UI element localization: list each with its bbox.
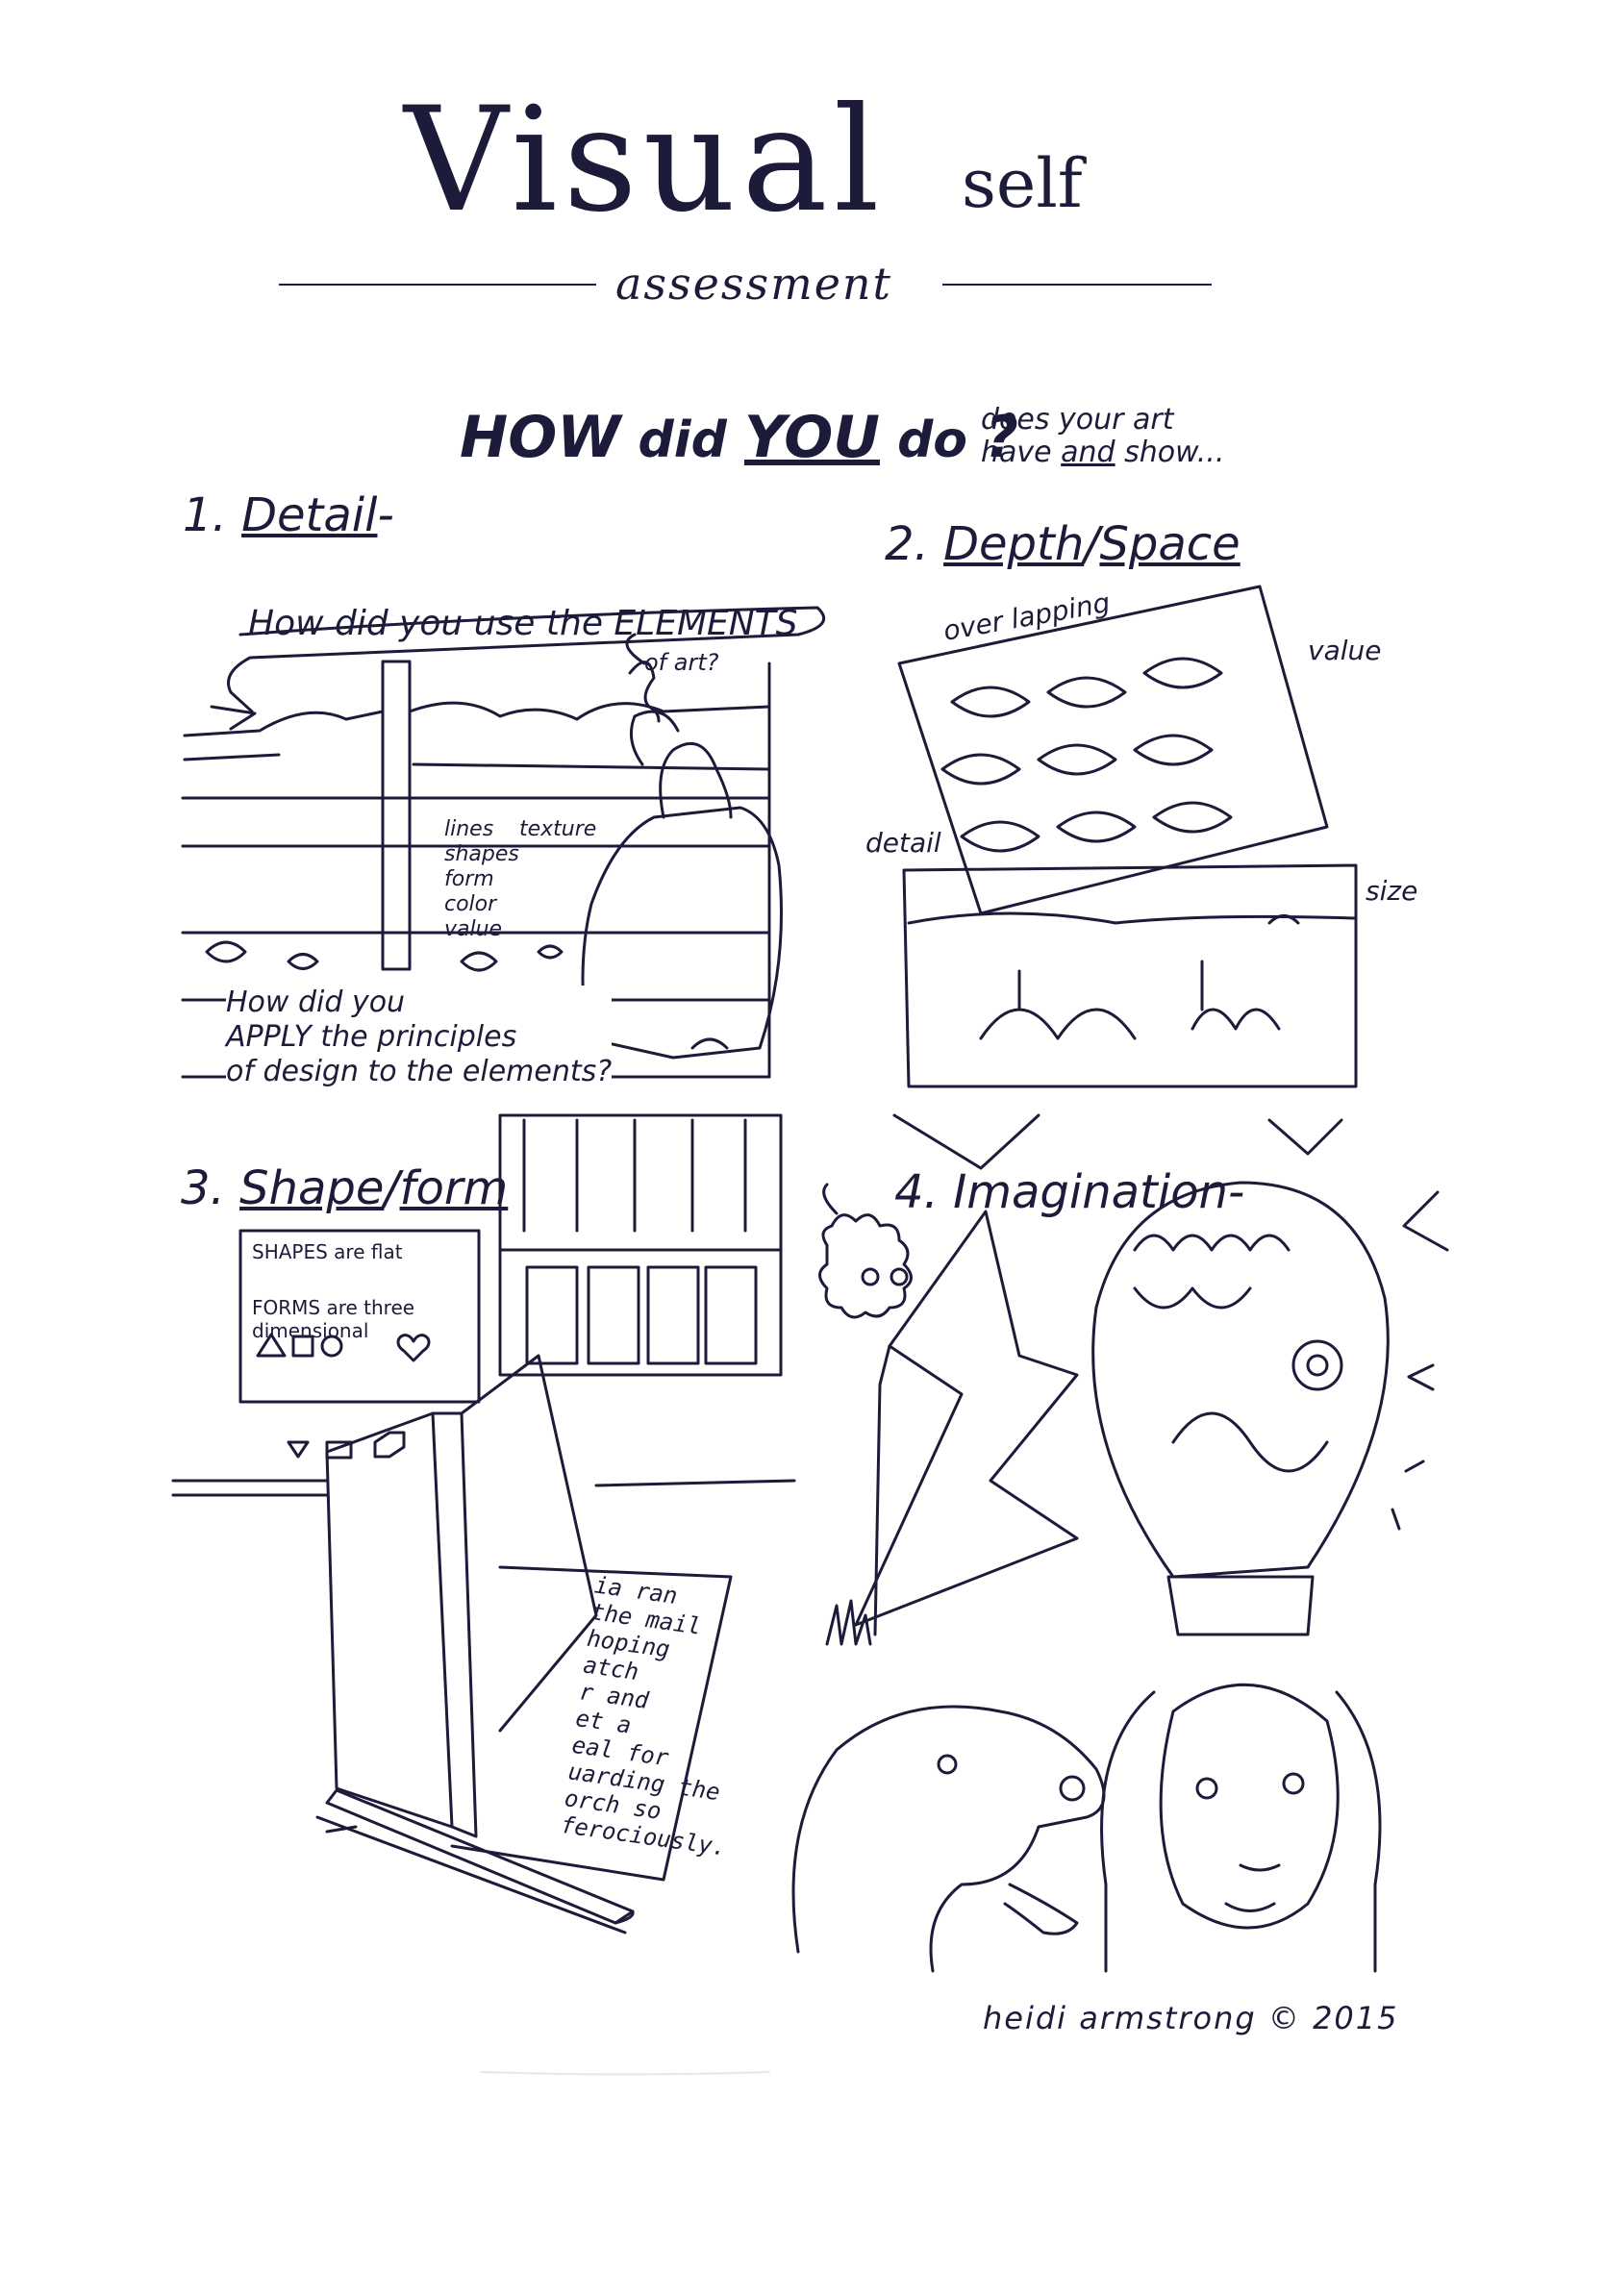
forms-heading2: dimensional	[252, 1319, 369, 1342]
prompt-and: and	[1061, 436, 1115, 469]
prompt-question-mark: ?	[985, 404, 1018, 471]
section-depth-heading: 2. Depth/Space	[885, 517, 1241, 571]
panel2-label-value: value	[1308, 635, 1382, 666]
apply-line3: of design to the elements?	[226, 1055, 613, 1088]
title-rule-right	[942, 284, 1212, 286]
panel1-question: How did you use the ELEMENTS	[248, 604, 798, 643]
panel1-apply-question: How did you APPLY the principles of desi…	[226, 986, 613, 1089]
shapes-heading: SHAPES are flat	[252, 1240, 403, 1263]
prompt-side-line1: does your art	[981, 403, 1174, 437]
prompt-side-note: does your art have and show...	[981, 404, 1224, 469]
section-label-depth: Depth	[943, 517, 1085, 571]
prompt-did: did	[638, 412, 727, 469]
section-dash: -	[377, 488, 394, 542]
title-self: self	[962, 144, 1083, 223]
title-subtitle: assessment	[615, 258, 893, 310]
element-item: color	[444, 892, 497, 916]
prompt-you: YOU	[743, 404, 880, 471]
section-dash: -	[1227, 1165, 1245, 1219]
panel1-question-text: How did you use the ELEMENTS	[248, 604, 798, 643]
panel1-question-end: of art?	[644, 649, 719, 676]
element-item: lines	[444, 817, 494, 841]
section-label: Imagination	[953, 1165, 1228, 1219]
prompt-side-line2: have and show...	[981, 437, 1224, 469]
section-label-shape: Shape	[239, 1161, 385, 1215]
section-number: 1.	[183, 488, 227, 542]
panel3-shapes-sign: SHAPES are flat FORMS are three dimensio…	[252, 1240, 414, 1342]
section-number: 2.	[885, 517, 929, 571]
element-item: value	[444, 917, 503, 941]
section-number: 4.	[894, 1165, 939, 1219]
title-rule-left	[279, 284, 596, 286]
element-item: form	[444, 867, 494, 891]
prompt-have: have	[981, 436, 1052, 469]
forms-heading: FORMS are three	[252, 1296, 415, 1319]
section-slash: /	[1084, 517, 1100, 571]
section-number: 3.	[181, 1161, 225, 1215]
section-detail-heading: 1. Detail-	[183, 488, 394, 542]
prompt-heading: HOW did YOU do ?	[460, 404, 1018, 471]
prompt-show: show...	[1124, 436, 1225, 469]
panel4-scene	[791, 1113, 1449, 1973]
panel1-scene	[181, 606, 826, 1079]
panel2-label-size: size	[1366, 875, 1418, 907]
prompt-do: do	[897, 412, 968, 469]
section-imagination-heading: 4. Imagination-	[894, 1165, 1244, 1219]
section-shape-heading: 3. Shape/form	[181, 1161, 508, 1215]
panel2-scene	[897, 585, 1358, 1088]
apply-line2: APPLY the principles	[226, 1020, 517, 1054]
panel1-elements-list: lines shapes form color value	[444, 817, 519, 942]
credit-signature: heidi armstrong © 2015	[983, 2000, 1399, 2036]
panel1-element-texture: texture	[519, 817, 597, 841]
prompt-how: HOW	[460, 404, 621, 471]
shapes-spacer	[252, 1263, 414, 1296]
element-item: shapes	[444, 842, 519, 866]
panel2-label-detail: detail	[865, 827, 941, 859]
panel3-scene	[171, 1113, 796, 1934]
section-label-form: form	[399, 1161, 509, 1215]
section-label-space: Space	[1099, 517, 1241, 571]
section-slash: /	[384, 1161, 400, 1215]
title-main: Visual	[404, 77, 886, 244]
section-label: Detail	[241, 488, 378, 542]
apply-line1: How did you	[226, 986, 406, 1019]
